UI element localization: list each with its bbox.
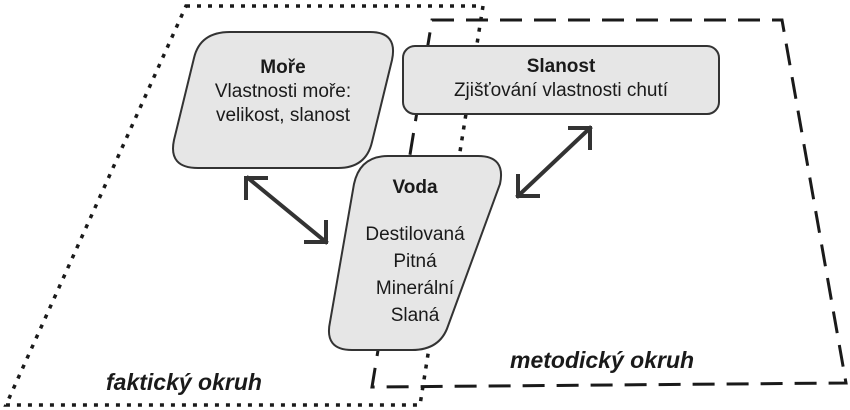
node-voda-line-1: Destilovaná (365, 224, 465, 245)
node-slanost: Slanost Zjišťování vlastnosti chutí (403, 55, 719, 103)
arrow-more-voda (244, 175, 329, 245)
node-voda-title: Voda (392, 177, 438, 198)
method-region-label: metodický okruh (510, 347, 695, 373)
node-voda-line-4: Slaná (390, 305, 440, 326)
node-voda-line-3: Minerální (375, 278, 455, 299)
node-slanost-shape (402, 45, 720, 115)
method-region-outline (370, 18, 848, 389)
node-voda: Voda Destilovaná Pitná Minerální Slaná (330, 174, 500, 329)
node-slanost-line-1: Zjišťování vlastnosti chutí (453, 80, 669, 101)
arrow-slanost-voda (515, 125, 593, 199)
factual-region-label: faktický okruh (106, 369, 262, 395)
node-more-title: Moře (260, 57, 306, 78)
node-slanost-title: Slanost (526, 56, 596, 77)
node-voda-shape (328, 155, 502, 351)
node-more-line-1: Vlastnosti moře: (214, 81, 352, 102)
node-more-shape (172, 31, 394, 169)
factual-region-outline (3, 4, 486, 407)
node-more-line-2: velikost, slanost (215, 105, 351, 126)
node-more: Moře Vlastnosti moře: velikost, slanost (176, 56, 390, 128)
node-voda-line-2: Pitná (393, 251, 437, 272)
